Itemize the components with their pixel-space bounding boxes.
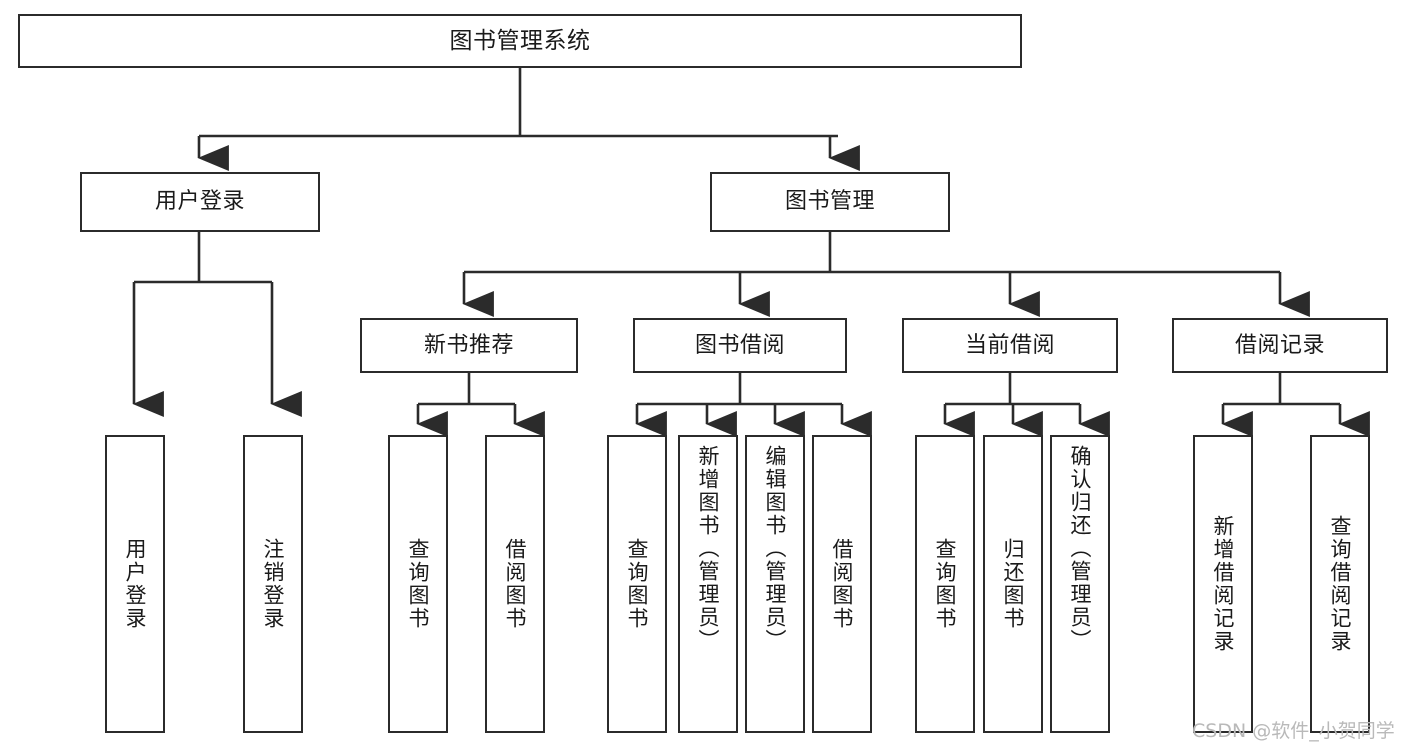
node-label: 图书借阅 [694, 332, 785, 358]
edges-borrowrecord-to-leaves [1221, 373, 1370, 437]
node-book-management[interactable]: 图书管理 [710, 172, 950, 232]
node-label: 借阅图书 [830, 538, 855, 630]
node-label: 用户登录 [123, 538, 148, 630]
edges-userlogin-to-leaves [132, 232, 302, 417]
leaf-add-book-admin[interactable]: 新增图书（管理员） [678, 435, 738, 733]
leaf-borrow-book-recommend[interactable]: 借阅图书 [485, 435, 545, 733]
node-label: 查询图书 [625, 538, 650, 630]
node-label: 用户登录 [154, 189, 245, 215]
node-label: 查询图书 [933, 538, 958, 630]
node-label: 编辑图书（管理员） [763, 445, 788, 652]
edges-bookborrow-to-leaves [635, 373, 872, 437]
leaf-query-book-current[interactable]: 查询图书 [915, 435, 975, 733]
node-label: 图书管理 [784, 189, 875, 215]
node-current-borrow[interactable]: 当前借阅 [902, 318, 1118, 373]
leaf-query-borrow-record[interactable]: 查询借阅记录 [1310, 435, 1370, 733]
leaf-confirm-return-admin[interactable]: 确认归还（管理员） [1050, 435, 1110, 733]
node-new-book-recommend[interactable]: 新书推荐 [360, 318, 578, 373]
node-user-login[interactable]: 用户登录 [80, 172, 320, 232]
leaf-add-borrow-record[interactable]: 新增借阅记录 [1193, 435, 1253, 733]
node-label: 归还图书 [1001, 538, 1026, 630]
leaf-edit-book-admin[interactable]: 编辑图书（管理员） [745, 435, 805, 733]
leaf-borrow-book[interactable]: 借阅图书 [812, 435, 872, 733]
node-label: 借阅图书 [503, 538, 528, 630]
edges-newbook-to-leaves [416, 373, 545, 437]
node-label: 当前借阅 [964, 332, 1055, 358]
node-label: 查询图书 [406, 538, 431, 630]
node-label: 查询借阅记录 [1328, 515, 1353, 653]
edges-bookmgmt-to-level3 [462, 232, 1310, 317]
node-root-book-management-system[interactable]: 图书管理系统 [18, 14, 1022, 68]
leaf-logout[interactable]: 注销登录 [243, 435, 303, 733]
csdn-watermark: CSDN @软件_小贺同学 [1192, 720, 1395, 742]
node-label: 新书推荐 [423, 332, 514, 358]
node-label: 图书管理系统 [449, 27, 591, 54]
node-book-borrow[interactable]: 图书借阅 [633, 318, 847, 373]
node-label: 注销登录 [261, 538, 286, 630]
edges-root-to-level2 [197, 68, 860, 171]
node-label: 新增借阅记录 [1211, 515, 1236, 653]
leaf-query-book-recommend[interactable]: 查询图书 [388, 435, 448, 733]
leaf-user-login[interactable]: 用户登录 [105, 435, 165, 733]
node-label: 新增图书（管理员） [696, 445, 721, 652]
node-label: 借阅记录 [1234, 332, 1325, 358]
leaf-query-book-borrow[interactable]: 查询图书 [607, 435, 667, 733]
leaf-return-book[interactable]: 归还图书 [983, 435, 1043, 733]
node-label: 确认归还（管理员） [1068, 445, 1093, 652]
edges-currentborrow-to-leaves [943, 373, 1110, 437]
node-borrow-record[interactable]: 借阅记录 [1172, 318, 1388, 373]
